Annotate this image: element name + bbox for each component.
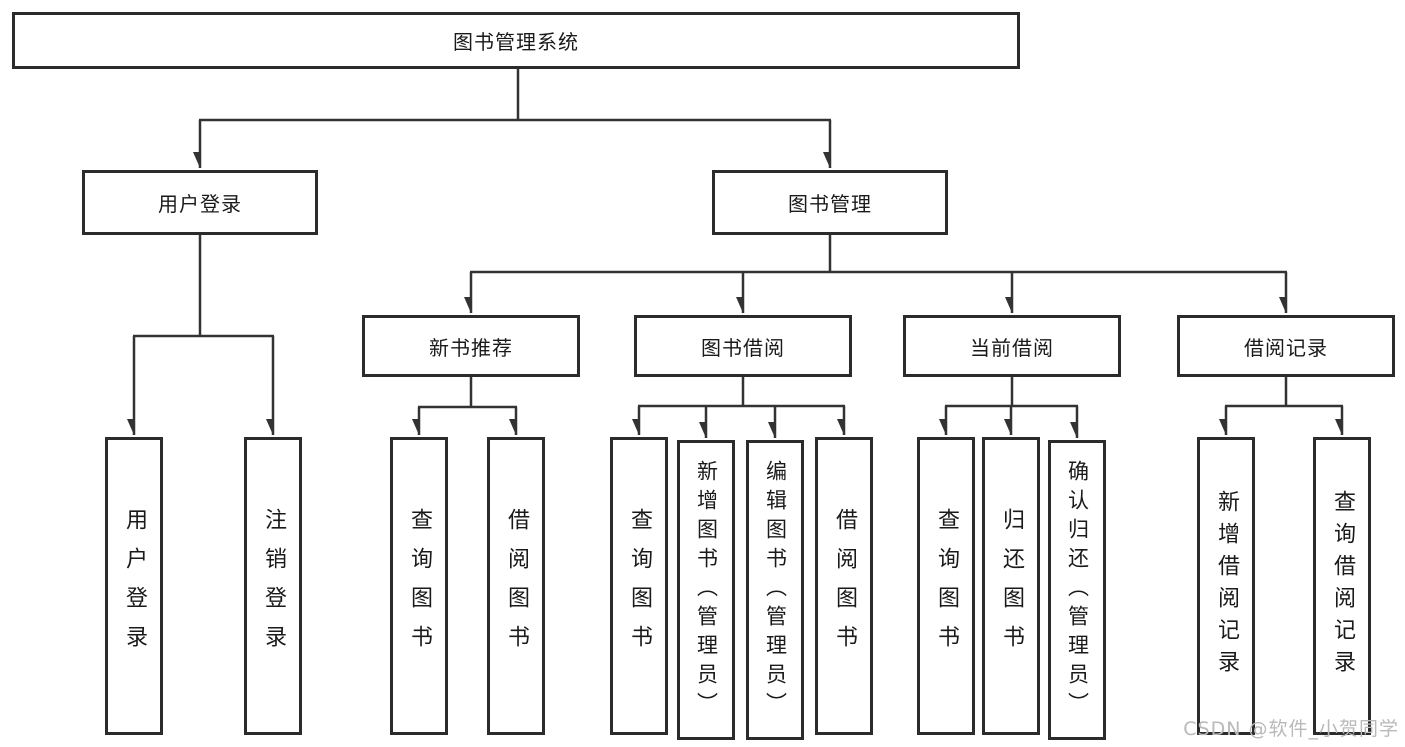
node-new-book-recommend-label: 新书推荐 xyxy=(429,335,513,360)
leaf-recommend-borrow-book-label: 借阅图书 xyxy=(504,508,529,664)
leaf-query-borrow-record: 查询借阅记录 xyxy=(1313,437,1371,735)
leaf-confirm-return-admin-label: 确认归还（管理员） xyxy=(1065,459,1090,721)
node-root-label: 图书管理系统 xyxy=(453,30,579,54)
leaf-user-login-label: 用户登录 xyxy=(122,508,147,664)
node-user-login: 用户登录 xyxy=(82,170,318,235)
node-new-book-recommend: 新书推荐 xyxy=(362,315,580,377)
leaf-recommend-query-book-label: 查询图书 xyxy=(407,508,432,664)
leaf-add-book-admin: 新增图书（管理员） xyxy=(677,440,735,740)
node-current-borrow: 当前借阅 xyxy=(903,315,1121,377)
leaf-edit-book-admin: 编辑图书（管理员） xyxy=(746,440,804,740)
node-current-borrow-label: 当前借阅 xyxy=(970,335,1054,360)
leaf-logout-label: 注销登录 xyxy=(261,508,286,664)
leaf-borrow-book-label: 借阅图书 xyxy=(832,508,857,664)
leaf-current-query-book: 查询图书 xyxy=(917,437,975,735)
node-root: 图书管理系统 xyxy=(12,12,1020,69)
leaf-recommend-query-book: 查询图书 xyxy=(390,437,448,735)
leaf-borrow-book: 借阅图书 xyxy=(815,437,873,735)
csdn-watermark: CSDN @软件_小贺同学 xyxy=(1183,718,1399,740)
leaf-recommend-borrow-book: 借阅图书 xyxy=(487,437,545,735)
leaf-confirm-return-admin: 确认归还（管理员） xyxy=(1048,440,1106,740)
leaf-edit-book-admin-label: 编辑图书（管理员） xyxy=(763,459,788,721)
node-borrow-records: 借阅记录 xyxy=(1177,315,1395,377)
leaf-borrow-query-book-label: 查询图书 xyxy=(627,508,652,664)
leaf-user-login: 用户登录 xyxy=(105,437,163,735)
leaf-current-query-book-label: 查询图书 xyxy=(934,508,959,664)
node-book-management: 图书管理 xyxy=(712,170,948,235)
node-book-borrow-label: 图书借阅 xyxy=(701,335,785,360)
node-book-borrow: 图书借阅 xyxy=(634,315,852,377)
leaf-add-borrow-record-label: 新增借阅记录 xyxy=(1214,490,1239,682)
leaf-logout: 注销登录 xyxy=(244,437,302,735)
leaf-return-book-label: 归还图书 xyxy=(999,508,1024,664)
leaf-add-borrow-record: 新增借阅记录 xyxy=(1197,437,1255,735)
leaf-borrow-query-book: 查询图书 xyxy=(610,437,668,735)
node-book-management-label: 图书管理 xyxy=(788,192,872,216)
node-borrow-records-label: 借阅记录 xyxy=(1244,335,1328,360)
leaf-add-book-admin-label: 新增图书（管理员） xyxy=(694,459,719,721)
leaf-return-book: 归还图书 xyxy=(982,437,1040,735)
leaf-query-borrow-record-label: 查询借阅记录 xyxy=(1330,490,1355,682)
node-user-login-label: 用户登录 xyxy=(158,192,242,216)
